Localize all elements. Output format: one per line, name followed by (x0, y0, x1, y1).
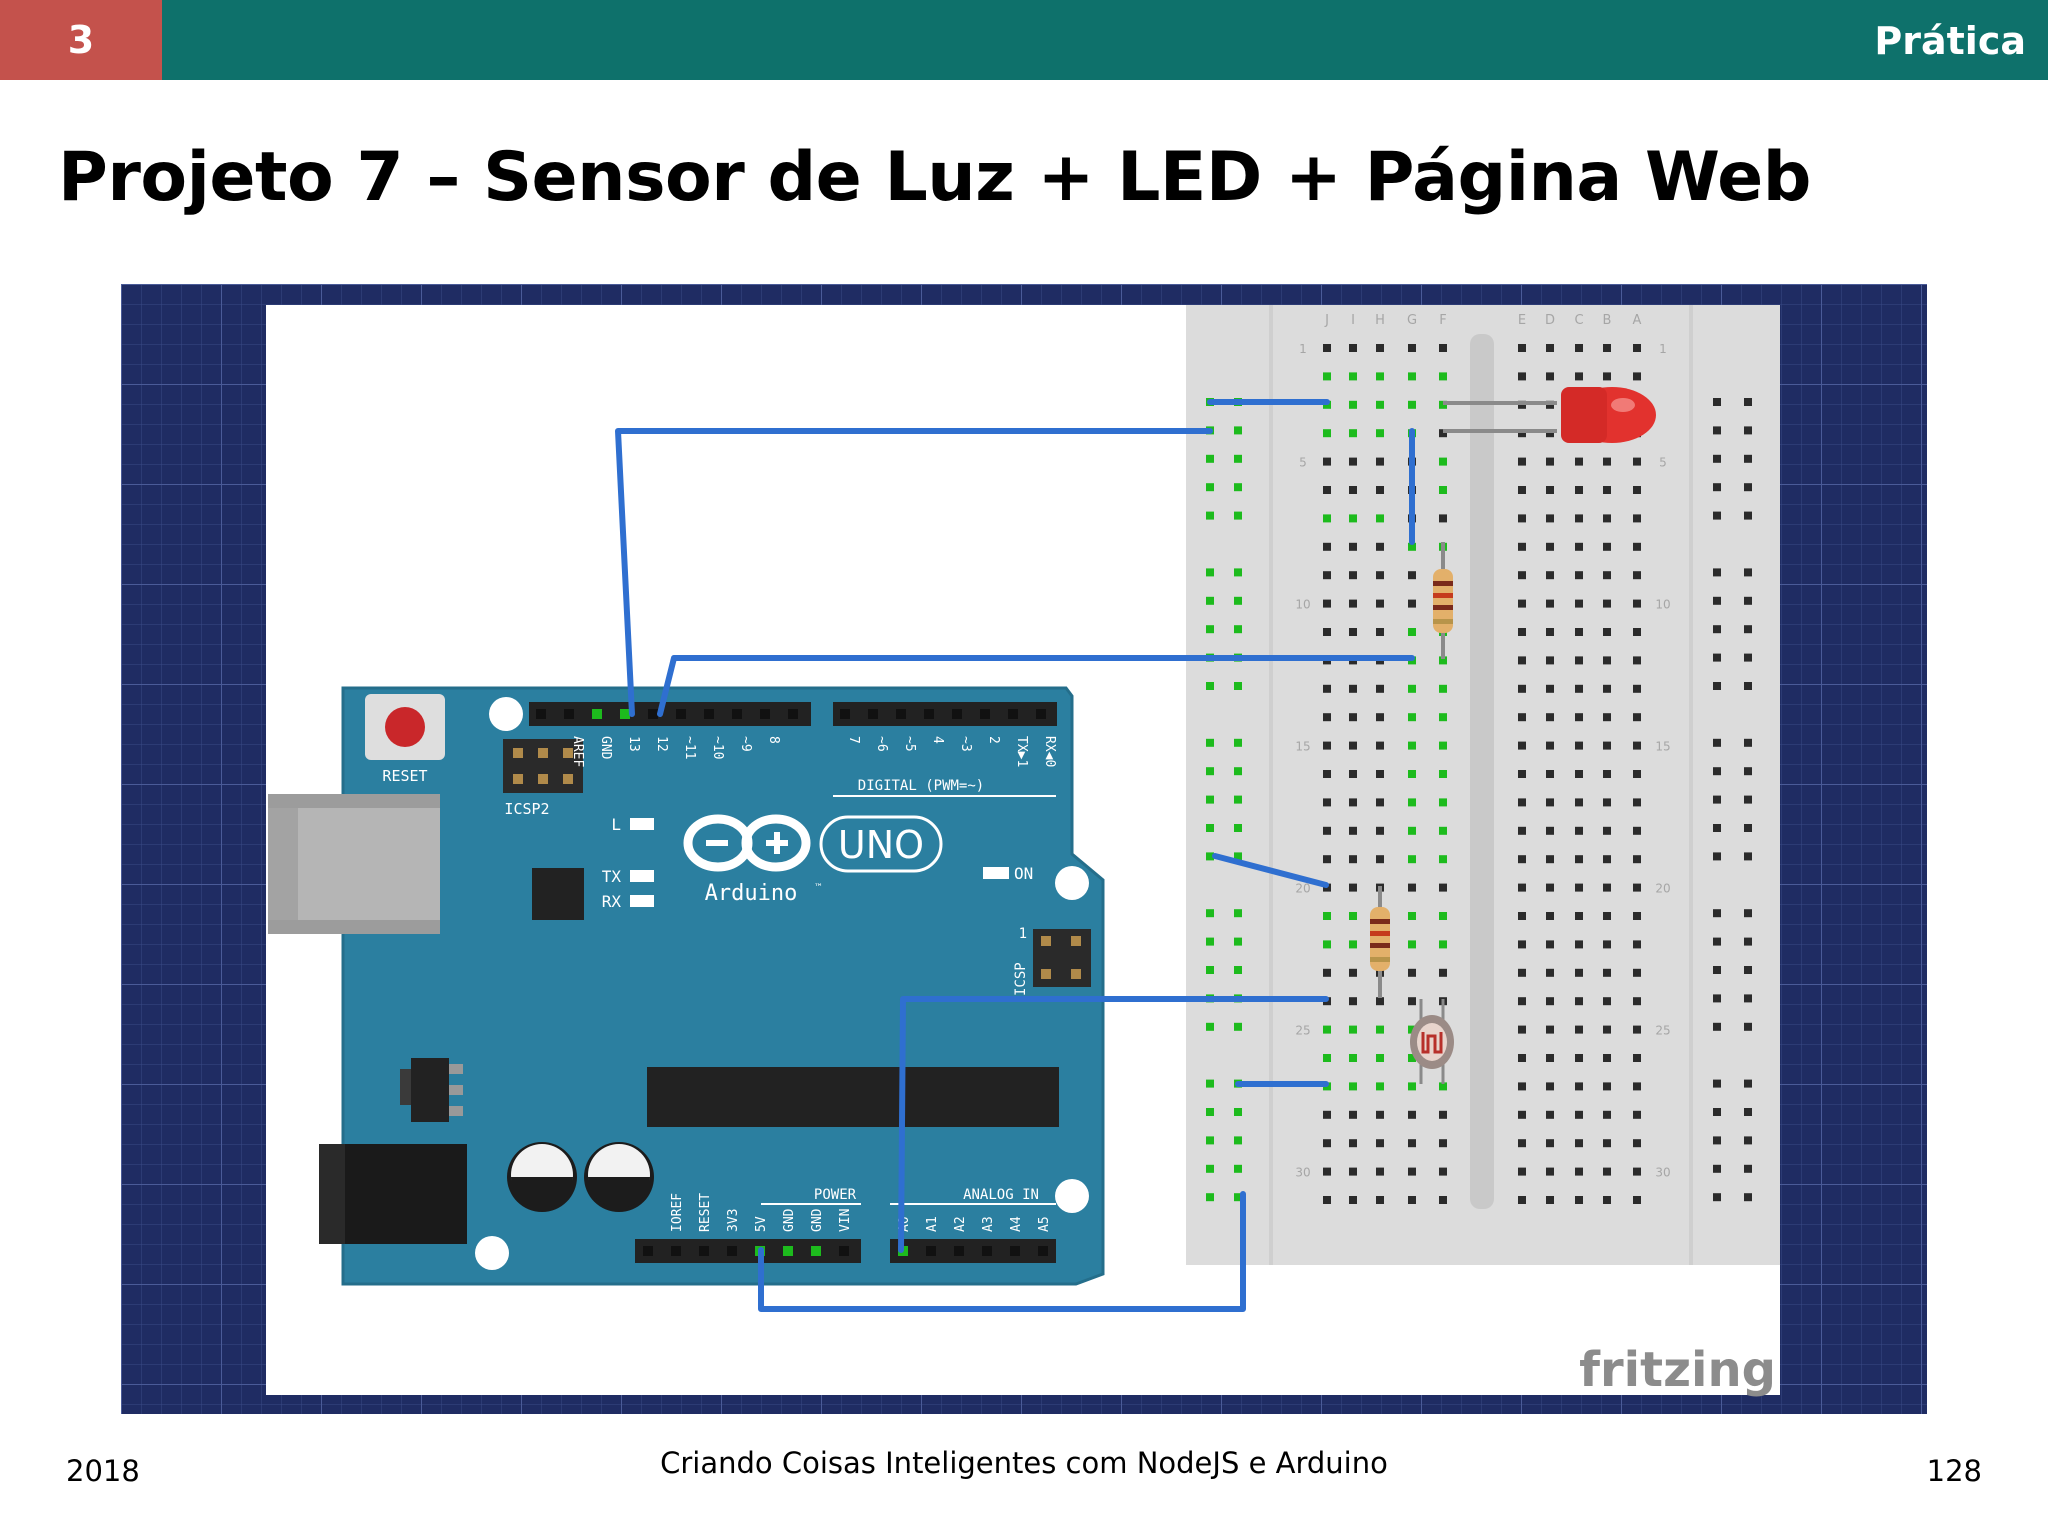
header-pin-label: A5 (1037, 1216, 1052, 1232)
header-analog (890, 1239, 1056, 1263)
header-pin-label: 8 (766, 736, 781, 744)
capacitor-2 (584, 1142, 654, 1212)
header-pin-label: ~9 (738, 736, 753, 752)
header-pin-label: 13 (626, 736, 641, 752)
breadboard-row-number: 1 (1299, 342, 1307, 356)
voltage-regulator (400, 1058, 463, 1122)
arduino-logo: UNO Arduino ™ (683, 814, 943, 906)
header-pin-label: A2 (953, 1216, 968, 1232)
header-pin-label: GND (810, 1208, 825, 1232)
breadboard-row-number: 30 (1655, 1166, 1670, 1180)
breadboard-column-letter: D (1545, 313, 1555, 328)
footer-page-number: 128 (1926, 1454, 1982, 1488)
section-label: Prática (1874, 19, 2026, 63)
svg-text:ON: ON (1014, 864, 1033, 883)
icsp2-header: ICSP2 (503, 739, 583, 818)
header-pin-label: RESET (698, 1193, 713, 1232)
main-chip (647, 1067, 1059, 1127)
reset-label: RESET (382, 767, 427, 785)
header-pin-label: ~5 (902, 736, 917, 752)
breadboard-column-letter: G (1407, 313, 1417, 328)
resistor-1 (1433, 542, 1453, 659)
header-pin-label: ~3 (958, 736, 973, 752)
breadboard-row-number: 5 (1659, 456, 1667, 470)
breadboard-column-letter: F (1439, 313, 1446, 328)
resistor-2 (1370, 886, 1390, 998)
breadboard-column-letter: J (1324, 313, 1329, 328)
header-pin-label: AREF (570, 736, 585, 767)
header-pin-label: VIN (838, 1209, 853, 1232)
header-pin-label: 3V3 (726, 1209, 741, 1232)
footer-year: 2018 (66, 1454, 140, 1488)
header-pin-label: 2 (986, 736, 1001, 744)
header-pin-label: 5V (754, 1216, 769, 1232)
breadboard-column-letter: B (1603, 313, 1612, 328)
header-pin-label: 7 (846, 736, 861, 744)
header-pin-label: ~11 (682, 736, 697, 759)
breadboard-center-channel (1470, 334, 1494, 1209)
svg-text:TX: TX (602, 867, 622, 886)
breadboard-column-letter: I (1351, 313, 1355, 328)
breadboard-column-letter: H (1375, 313, 1385, 328)
breadboard-column-letter: A (1633, 313, 1642, 328)
breadboard-row-number: 10 (1295, 598, 1310, 612)
header-pin-label: 12 (654, 736, 669, 752)
header-pin-label: A3 (981, 1216, 996, 1232)
svg-text:ICSP2: ICSP2 (504, 800, 549, 818)
svg-text:™: ™ (814, 883, 823, 893)
header-bar (0, 0, 2048, 80)
icsp-header: 1 ICSP (1013, 926, 1091, 996)
arduino-label: Arduino (705, 881, 798, 906)
capacitor-1 (507, 1142, 577, 1212)
header-pin-label: TX▶1 (1014, 736, 1029, 767)
header-pin-label: ~10 (710, 736, 725, 759)
header-pin-label: ~6 (874, 736, 889, 752)
breadboard-row-number: 20 (1655, 882, 1670, 896)
svg-text:1: 1 (1019, 926, 1027, 942)
header-pin-label: A4 (1009, 1216, 1024, 1232)
footer-title: Criando Coisas Inteligentes com NodeJS e… (660, 1446, 1388, 1480)
svg-text:RX: RX (602, 892, 622, 911)
svg-text:L: L (611, 815, 621, 834)
svg-text:ICSP: ICSP (1013, 962, 1029, 996)
header-pin-label: GND (782, 1208, 797, 1232)
breadboard-row-number: 25 (1295, 1024, 1310, 1038)
breadboard-row-number: 15 (1295, 740, 1310, 754)
breadboard-column-letter: C (1574, 313, 1583, 328)
power-label: POWER (814, 1187, 857, 1203)
breadboard-row-number: 10 (1655, 598, 1670, 612)
header-pin-label: GND (598, 736, 613, 760)
breadboard-row-number: 30 (1295, 1166, 1310, 1180)
slide-title: Projeto 7 – Sensor de Luz + LED + Página… (58, 138, 1811, 217)
header-digital-right (833, 702, 1057, 726)
fritzing-watermark: fritzing (1579, 1342, 1776, 1398)
wires (615, 399, 1415, 1312)
breadboard-row-number: 20 (1295, 882, 1310, 896)
breadboard-row-number: 1 (1659, 342, 1667, 356)
led-red (1443, 387, 1656, 443)
header-pin-label: 4 (930, 736, 945, 744)
header-pin-label: RX◀0 (1042, 736, 1057, 767)
header-pin-label: A1 (925, 1216, 940, 1232)
digital-label: DIGITAL (PWM=~) (858, 778, 984, 794)
header-pin-label: IOREF (670, 1193, 685, 1232)
photoresistor (1410, 999, 1454, 1084)
breadboard-row-number: 15 (1655, 740, 1670, 754)
analog-in-label: ANALOG IN (963, 1187, 1039, 1203)
usb-chip (532, 868, 584, 920)
breadboard-column-letter: E (1518, 313, 1526, 328)
header-power (635, 1239, 861, 1263)
slide-number: 3 (0, 0, 162, 80)
breadboard-row-number: 25 (1655, 1024, 1670, 1038)
breadboard-row-number: 5 (1299, 456, 1307, 470)
uno-label: UNO (838, 823, 924, 867)
